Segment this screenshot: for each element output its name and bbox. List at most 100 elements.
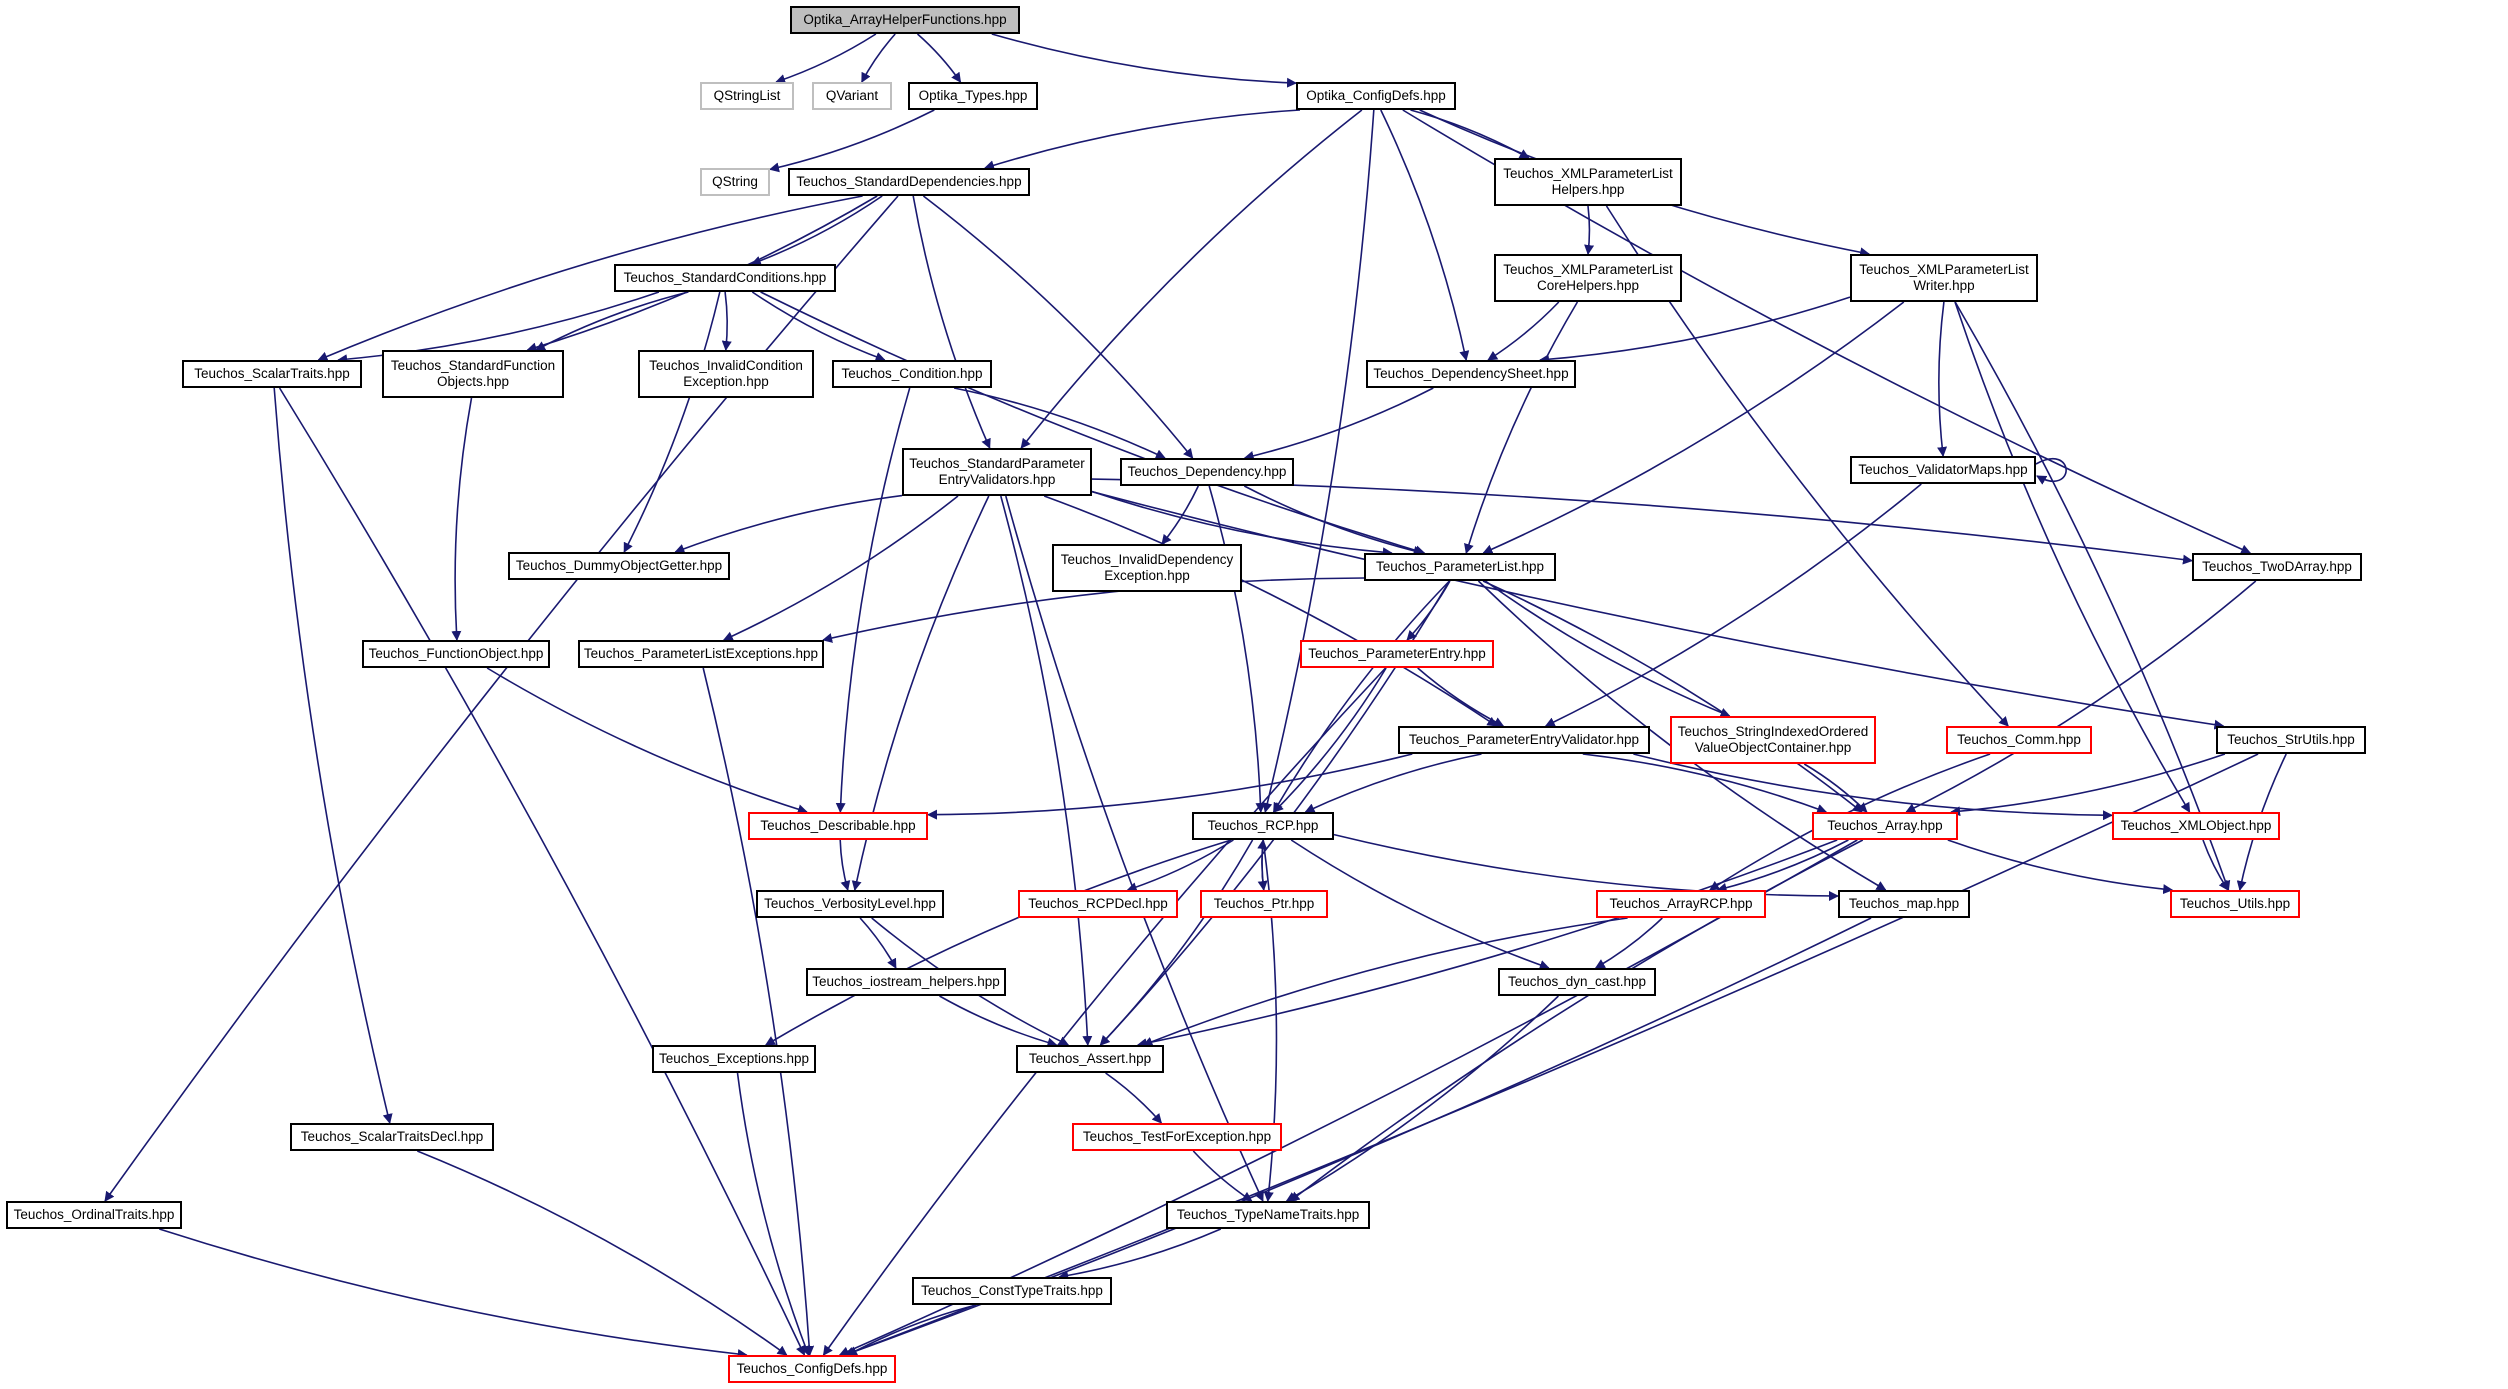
edge-string-indexed-to-array — [1803, 763, 1868, 813]
node-label: Teuchos_Array.hpp — [1827, 818, 1943, 833]
node-optika-configdefs[interactable]: Optika_ConfigDefs.hpp — [1296, 82, 1456, 110]
node-teuchos-assert[interactable]: Teuchos_Assert.hpp — [1016, 1045, 1164, 1073]
node-teuchos-condition[interactable]: Teuchos_Condition.hpp — [832, 360, 992, 388]
node-label: Teuchos_Dependency.hpp — [1127, 464, 1287, 479]
node-teuchos-parameterlist[interactable]: Teuchos_ParameterList.hpp — [1364, 553, 1556, 581]
node-teuchos-standardparameterentryvalidators[interactable]: Teuchos_StandardParameter EntryValidator… — [902, 448, 1092, 496]
node-teuchos-dummyobjectgetter[interactable]: Teuchos_DummyObjectGetter.hpp — [508, 552, 730, 580]
node-teuchos-xmlparameterlist-writer[interactable]: Teuchos_XMLParameterList Writer.hpp — [1850, 254, 2038, 302]
node-label: Teuchos_RCP.hpp — [1207, 818, 1319, 833]
edge-param-entry-validator-to-rcp — [1304, 753, 1482, 813]
edge-optika-configdefs-to-std-dependencies — [984, 109, 1301, 171]
node-teuchos-dependencysheet[interactable]: Teuchos_DependencySheet.hpp — [1366, 360, 1576, 388]
node-teuchos-scalartraitsdecl[interactable]: Teuchos_ScalarTraitsDecl.hpp — [290, 1123, 494, 1151]
node-teuchos-utils[interactable]: Teuchos_Utils.hpp — [2170, 890, 2300, 918]
edge-param-entry-validator-to-xml-object — [1633, 753, 2113, 821]
node-label: QStringList — [713, 88, 781, 103]
edge-rcp-to-exceptions — [764, 839, 1232, 1046]
node-label: Teuchos_iostream_helpers.hpp — [812, 974, 1000, 989]
node-label: QVariant — [825, 88, 879, 103]
node-teuchos-dyn-cast[interactable]: Teuchos_dyn_cast.hpp — [1498, 968, 1656, 996]
node-label-line1: Teuchos_XMLParameterList — [1503, 262, 1673, 277]
node-teuchos-iostream-helpers[interactable]: Teuchos_iostream_helpers.hpp — [806, 968, 1006, 996]
node-label: Teuchos_TwoDArray.hpp — [2202, 559, 2352, 574]
edge-array-to-array-rcp — [1716, 839, 1849, 893]
node-teuchos-invaliddependencyexception[interactable]: Teuchos_InvalidDependency Exception.hpp — [1052, 544, 1242, 592]
edge-two-d-array-to-array — [1905, 580, 2257, 813]
node-label-line2: ValueObjectContainer.hpp — [1694, 740, 1852, 755]
node-teuchos-rcp[interactable]: Teuchos_RCP.hpp — [1192, 812, 1334, 840]
node-teuchos-twodarray[interactable]: Teuchos_TwoDArray.hpp — [2192, 553, 2362, 581]
node-teuchos-standardfunctionobjects[interactable]: Teuchos_StandardFunction Objects.hpp — [382, 350, 564, 398]
node-teuchos-xmlparameterlist-corehelpers[interactable]: Teuchos_XMLParameterList CoreHelpers.hpp — [1494, 254, 1682, 302]
node-teuchos-consttypetraits[interactable]: Teuchos_ConstTypeTraits.hpp — [912, 1277, 1112, 1305]
node-teuchos-strutils[interactable]: Teuchos_StrUtils.hpp — [2216, 726, 2366, 754]
edge-test-for-exception-to-type-name-traits — [1192, 1150, 1253, 1202]
node-teuchos-parameterlistexceptions[interactable]: Teuchos_ParameterListExceptions.hpp — [578, 640, 824, 668]
node-teuchos-scalartraits[interactable]: Teuchos_ScalarTraits.hpp — [182, 360, 362, 388]
node-label-line1: Teuchos_InvalidDependency — [1060, 552, 1234, 567]
node-label: Teuchos_ScalarTraits.hpp — [194, 366, 350, 381]
node-qstring[interactable]: QString — [700, 168, 770, 196]
edge-xml-pl-core-to-parameter-list — [1464, 301, 1579, 554]
node-teuchos-describable[interactable]: Teuchos_Describable.hpp — [748, 812, 928, 840]
edge-array-to-utils — [1947, 839, 2174, 895]
node-teuchos-invalidconditionexception[interactable]: Teuchos_InvalidCondition Exception.hpp — [638, 350, 814, 398]
node-teuchos-map[interactable]: Teuchos_map.hpp — [1838, 890, 1970, 918]
node-teuchos-verbositylevel[interactable]: Teuchos_VerbosityLevel.hpp — [756, 890, 944, 918]
node-teuchos-functionobject[interactable]: Teuchos_FunctionObject.hpp — [362, 640, 550, 668]
node-optika-types[interactable]: Optika_Types.hpp — [908, 82, 1038, 110]
node-teuchos-arrayrcp[interactable]: Teuchos_ArrayRCP.hpp — [1596, 890, 1766, 918]
edge-validator-maps-to-validator-maps — [2035, 458, 2067, 485]
node-teuchos-stringindexedorderedvalueobjectcontainer[interactable]: Teuchos_StringIndexedOrdered ValueObject… — [1670, 716, 1876, 764]
node-teuchos-typenametraits[interactable]: Teuchos_TypeNameTraits.hpp — [1166, 1201, 1370, 1229]
edge-std-param-entry-validators-to-assert — [1000, 495, 1093, 1046]
node-teuchos-comm[interactable]: Teuchos_Comm.hpp — [1946, 726, 2092, 754]
node-label: Teuchos_Exceptions.hpp — [658, 1051, 810, 1066]
node-teuchos-parameterentry[interactable]: Teuchos_ParameterEntry.hpp — [1300, 640, 1494, 668]
node-teuchos-array[interactable]: Teuchos_Array.hpp — [1812, 812, 1958, 840]
edge-parameter-entry-to-param-entry-validator — [1417, 667, 1505, 727]
node-teuchos-xmlobject[interactable]: Teuchos_XMLObject.hpp — [2112, 812, 2280, 840]
node-teuchos-validatormaps[interactable]: Teuchos_ValidatorMaps.hpp — [1850, 456, 2036, 484]
node-label: Teuchos_Ptr.hpp — [1213, 896, 1315, 911]
edge-dyn-cast-to-type-name-traits — [1285, 995, 1559, 1202]
edge-scalar-traits-to-teuchos-configdefs — [278, 387, 806, 1356]
edge-dependency-to-rcp — [1208, 485, 1266, 813]
edge-const-type-traits-to-teuchos-configdefs — [847, 1304, 977, 1356]
node-label: Teuchos_Assert.hpp — [1028, 1051, 1152, 1066]
node-optika-arrayhelperfunctions[interactable]: Optika_ArrayHelperFunctions.hpp — [790, 6, 1020, 34]
node-teuchos-parameterentryvalidator[interactable]: Teuchos_ParameterEntryValidator.hpp — [1398, 726, 1650, 754]
edge-std-conditions-to-scalar-traits — [337, 291, 660, 365]
node-qvariant[interactable]: QVariant — [812, 82, 892, 110]
node-label: Teuchos_ConstTypeTraits.hpp — [921, 1283, 1103, 1298]
edge-optika-configdefs-to-rcp — [1262, 109, 1375, 813]
node-teuchos-rcpdecl[interactable]: Teuchos_RCPDecl.hpp — [1018, 890, 1178, 918]
node-teuchos-ordinaltraits[interactable]: Teuchos_OrdinalTraits.hpp — [6, 1201, 182, 1229]
node-label-line2: Helpers.hpp — [1551, 182, 1625, 197]
edge-array-rcp-to-dyn-cast — [1594, 917, 1663, 969]
node-teuchos-xmlparameterlist-helpers[interactable]: Teuchos_XMLParameterList Helpers.hpp — [1494, 158, 1682, 206]
edge-xml-pl-writer-to-utils — [1954, 301, 2231, 891]
node-label: Teuchos_Condition.hpp — [841, 366, 983, 381]
edge-str-utils-to-array — [1950, 753, 2226, 817]
node-teuchos-standarddependencies[interactable]: Teuchos_StandardDependencies.hpp — [788, 168, 1030, 196]
node-qstringlist[interactable]: QStringList — [700, 82, 794, 110]
node-teuchos-exceptions[interactable]: Teuchos_Exceptions.hpp — [652, 1045, 816, 1073]
node-label: Optika_ArrayHelperFunctions.hpp — [803, 12, 1007, 27]
node-label: Teuchos_map.hpp — [1848, 896, 1960, 911]
edge-function-object-to-describable — [486, 667, 808, 815]
edge-xml-pl-writer-to-validator-maps — [1937, 301, 1948, 457]
node-label: Teuchos_TestForException.hpp — [1082, 1129, 1272, 1144]
edge-std-conditions-to-invalid-condition — [721, 291, 732, 351]
edge-std-param-entry-validators-to-param-entry-validator — [1043, 495, 1498, 727]
node-label: Teuchos_dyn_cast.hpp — [1507, 974, 1647, 989]
node-teuchos-standardconditions[interactable]: Teuchos_StandardConditions.hpp — [614, 264, 836, 292]
node-teuchos-dependency[interactable]: Teuchos_Dependency.hpp — [1120, 458, 1294, 486]
edge-parameter-list-to-rcp — [1272, 580, 1450, 813]
edge-parameter-entry-to-teuchos-configdefs — [822, 667, 1387, 1356]
node-teuchos-configdefs[interactable]: Teuchos_ConfigDefs.hpp — [728, 1355, 896, 1383]
node-teuchos-ptr[interactable]: Teuchos_Ptr.hpp — [1200, 890, 1328, 918]
node-teuchos-testforexception[interactable]: Teuchos_TestForException.hpp — [1072, 1123, 1282, 1151]
